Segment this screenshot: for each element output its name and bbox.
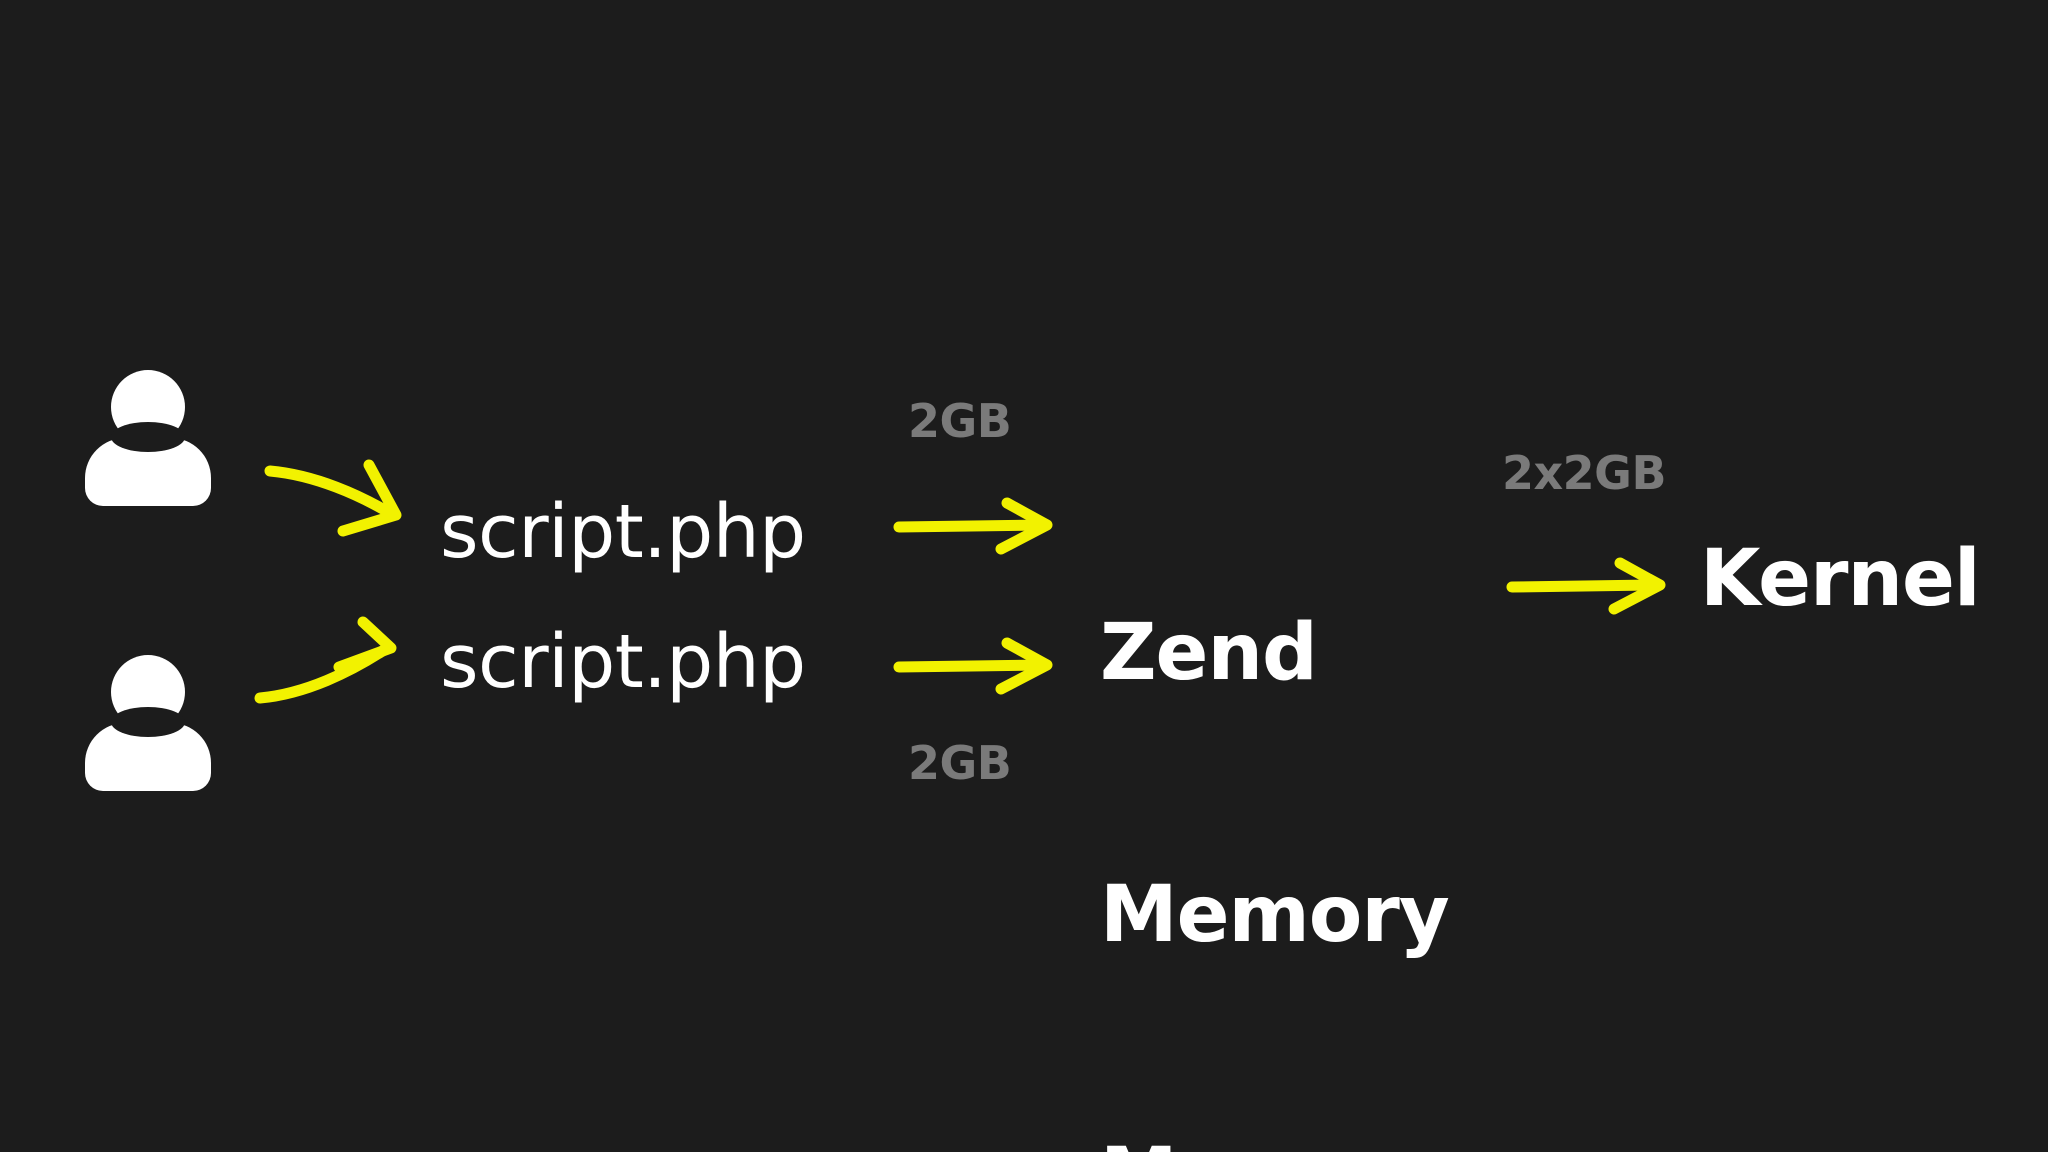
- arrow-user1-to-script1: [264, 459, 402, 537]
- arrow-user2-to-script2: [254, 616, 397, 704]
- user-icon-1: [85, 370, 211, 506]
- node-script-php-2: script.php: [440, 619, 806, 705]
- user-icon-2: [85, 655, 211, 791]
- node-kernel: Kernel: [1700, 534, 1981, 624]
- arrow-script1-to-zmm: [893, 497, 1053, 555]
- user-neck-cutout: [111, 422, 185, 452]
- edge-label-2gb-top: 2GB: [908, 394, 1012, 448]
- zmm-line-3: Manager: [1100, 1133, 1480, 1152]
- user-neck-cutout: [111, 707, 185, 737]
- zmm-line-1: Zend: [1100, 607, 1318, 698]
- edge-label-2x2gb: 2x2GB: [1502, 446, 1667, 500]
- arrow-zmm-to-kernel: [1506, 557, 1666, 615]
- node-script-php-1: script.php: [440, 489, 806, 575]
- zmm-line-2: Memory: [1100, 869, 1450, 960]
- node-zend-memory-manager: Zend Memory Manager: [1100, 435, 1480, 1152]
- edge-label-2gb-bottom: 2GB: [908, 736, 1012, 790]
- arrow-script2-to-zmm: [893, 637, 1053, 695]
